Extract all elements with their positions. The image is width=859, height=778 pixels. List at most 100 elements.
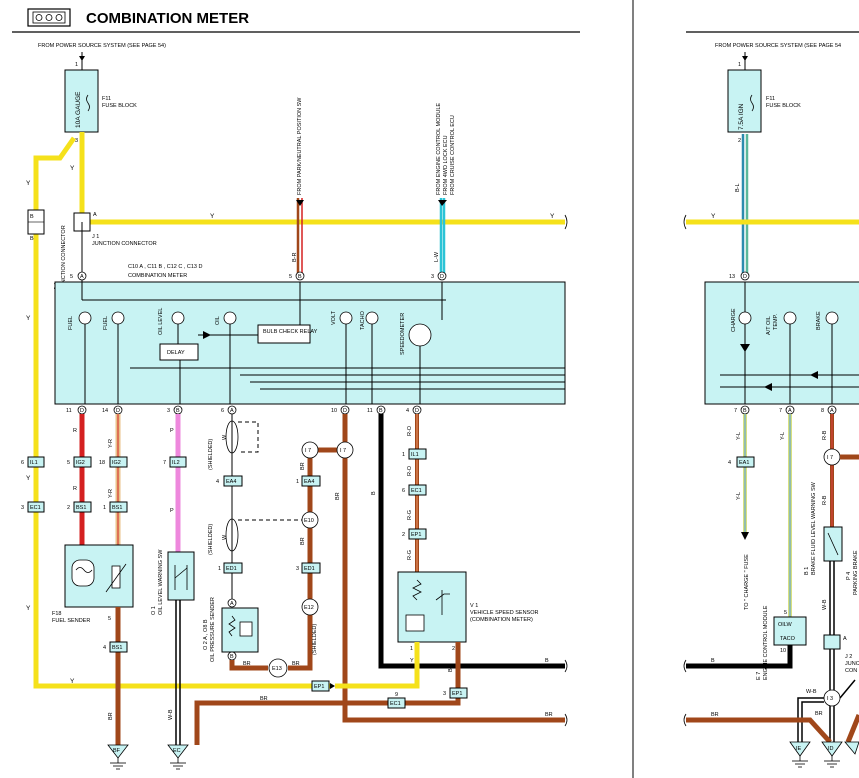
svg-text:A: A [830, 408, 834, 414]
connector-list: C10 A , C11 B , C12 C , C13 D [128, 264, 203, 270]
svg-text:O 2 A , O8 B: O 2 A , O8 B [203, 619, 209, 650]
svg-text:JUNC: JUNC [845, 661, 859, 667]
svg-text:B: B [230, 654, 234, 660]
svg-text:OIL LEVEL WARNING SW: OIL LEVEL WARNING SW [158, 549, 164, 615]
fuse-name: FUSE BLOCK [102, 103, 137, 109]
svg-text:OIL LEVEL: OIL LEVEL [158, 308, 164, 335]
svg-text:4: 4 [406, 408, 409, 414]
svg-text:OIL PRESSURE SENDER: OIL PRESSURE SENDER [210, 597, 216, 662]
meter-top-pins: A 5 B 5 D 3 [70, 271, 447, 281]
svg-text:FUSE BLOCK: FUSE BLOCK [766, 103, 801, 109]
svg-text:3: 3 [21, 505, 24, 511]
svg-text:O 1: O 1 [151, 606, 157, 615]
svg-text:IE: IE [796, 746, 802, 752]
svg-text:OILW: OILW [778, 622, 792, 628]
svg-text:Y-L: Y-L [780, 432, 786, 440]
svg-text:A/T OIL: A/T OIL [766, 316, 772, 335]
svg-text:IG2: IG2 [76, 460, 85, 466]
svg-text:1: 1 [75, 62, 78, 68]
svg-text:2: 2 [67, 505, 70, 511]
svg-text:2: 2 [452, 646, 455, 652]
meter-name: COMBINATION METER [128, 273, 187, 279]
svg-text:BS1: BS1 [76, 505, 86, 511]
svg-text:B: B [176, 408, 180, 414]
svg-text:SPEEDOMETER: SPEEDOMETER [400, 313, 406, 355]
svg-text:BS1: BS1 [112, 505, 122, 511]
svg-text:(SHIELDED): (SHIELDED) [312, 624, 318, 655]
svg-text:B: B [743, 408, 747, 414]
svg-text:1: 1 [103, 505, 106, 511]
svg-text:BR: BR [300, 537, 306, 545]
svg-text:B 1: B 1 [804, 567, 810, 575]
svg-text:DELAY: DELAY [167, 350, 185, 356]
svg-text:FUEL: FUEL [103, 316, 109, 330]
svg-text:JUNCTION CONNECTOR: JUNCTION CONNECTOR [61, 225, 67, 290]
svg-text:Y: Y [26, 180, 31, 187]
svg-text:FROM CRUISE CONTROL ECU: FROM CRUISE CONTROL ECU [450, 115, 456, 195]
svg-text:F18: F18 [52, 611, 61, 617]
svg-text:BS1: BS1 [112, 645, 122, 651]
fuse-block-ign: 7.5A IGN [727, 69, 762, 133]
svg-text:IL1: IL1 [30, 460, 38, 466]
fuel-sender [64, 544, 134, 608]
fuse-block-gauge: 10A GAUGE [64, 69, 99, 133]
svg-text:BR: BR [260, 696, 268, 702]
svg-text:A: A [230, 408, 234, 414]
svg-text:BF: BF [113, 748, 121, 754]
svg-text:1: 1 [218, 566, 221, 572]
svg-text:ID: ID [828, 746, 834, 752]
ground-partial [844, 741, 859, 755]
svg-text:BRAKE FLUID LEVEL WARNING SW: BRAKE FLUID LEVEL WARNING SW [811, 481, 817, 575]
svg-text:A: A [788, 408, 792, 414]
svg-text:BR: BR [448, 664, 454, 672]
svg-text:B: B [30, 236, 34, 242]
svg-text:Y: Y [210, 213, 215, 220]
shielded-section: W (SHIELDED) EA4 4 W (SHIELDED) ED1 1 [208, 414, 305, 600]
oil-pressure-sender: A B O 2 A , O8 B OIL PRESSURE SENDER [203, 597, 259, 662]
svg-text:W-B: W-B [168, 709, 174, 720]
svg-text:7: 7 [734, 408, 737, 414]
svg-text:EA4: EA4 [304, 479, 314, 485]
svg-text:B: B [30, 214, 34, 220]
junction-connector-j1: A J 1 JUNCTION CONNECTOR [73, 212, 157, 247]
svg-text:V 1: V 1 [470, 603, 478, 609]
svg-text:FROM ENGINE CONTROL MODULE: FROM ENGINE CONTROL MODULE [436, 103, 442, 195]
svg-text:8: 8 [821, 408, 824, 414]
svg-text:Y-R: Y-R [108, 439, 114, 448]
svg-text:3: 3 [296, 566, 299, 572]
from-ecm-labels: FROM ENGINE CONTROL MODULE FROM 4WD LOCK… [436, 103, 456, 195]
brake-fluid-sw [823, 526, 843, 562]
svg-text:Y: Y [70, 678, 75, 685]
svg-text:FUEL SENDER: FUEL SENDER [52, 618, 90, 624]
svg-text:Y-R: Y-R [108, 489, 114, 498]
svg-text:3: 3 [431, 274, 434, 280]
svg-text:W-B: W-B [806, 689, 817, 695]
svg-text:D: D [343, 408, 347, 414]
svg-text:FUEL: FUEL [68, 316, 74, 330]
svg-text:W: W [222, 534, 228, 540]
svg-text:5: 5 [67, 460, 70, 466]
svg-text:EA4: EA4 [226, 479, 236, 485]
svg-text:EP1: EP1 [314, 684, 324, 690]
svg-text:D: D [415, 408, 419, 414]
svg-text:I 3: I 3 [827, 696, 833, 702]
svg-text:ED1: ED1 [304, 566, 315, 572]
svg-text:B-R: B-R [292, 253, 298, 263]
svg-text:14: 14 [102, 408, 108, 414]
svg-text:6: 6 [21, 460, 24, 466]
svg-text:Y-L: Y-L [736, 432, 742, 440]
svg-text:R-G: R-G [407, 510, 413, 520]
svg-text:R-O: R-O [407, 425, 413, 436]
svg-text:3: 3 [443, 691, 446, 697]
svg-text:2: 2 [738, 138, 741, 144]
svg-text:7: 7 [779, 408, 782, 414]
svg-text:VOLT: VOLT [331, 310, 337, 325]
svg-text:E 7: E 7 [756, 672, 762, 680]
svg-text:Y: Y [26, 605, 31, 612]
header-logo-icon [27, 8, 71, 27]
svg-text:A: A [230, 601, 234, 607]
svg-text:A: A [93, 212, 97, 218]
svg-text:TEMP.: TEMP. [773, 313, 779, 330]
svg-text:Y: Y [410, 658, 414, 664]
svg-text:ED1: ED1 [226, 566, 237, 572]
